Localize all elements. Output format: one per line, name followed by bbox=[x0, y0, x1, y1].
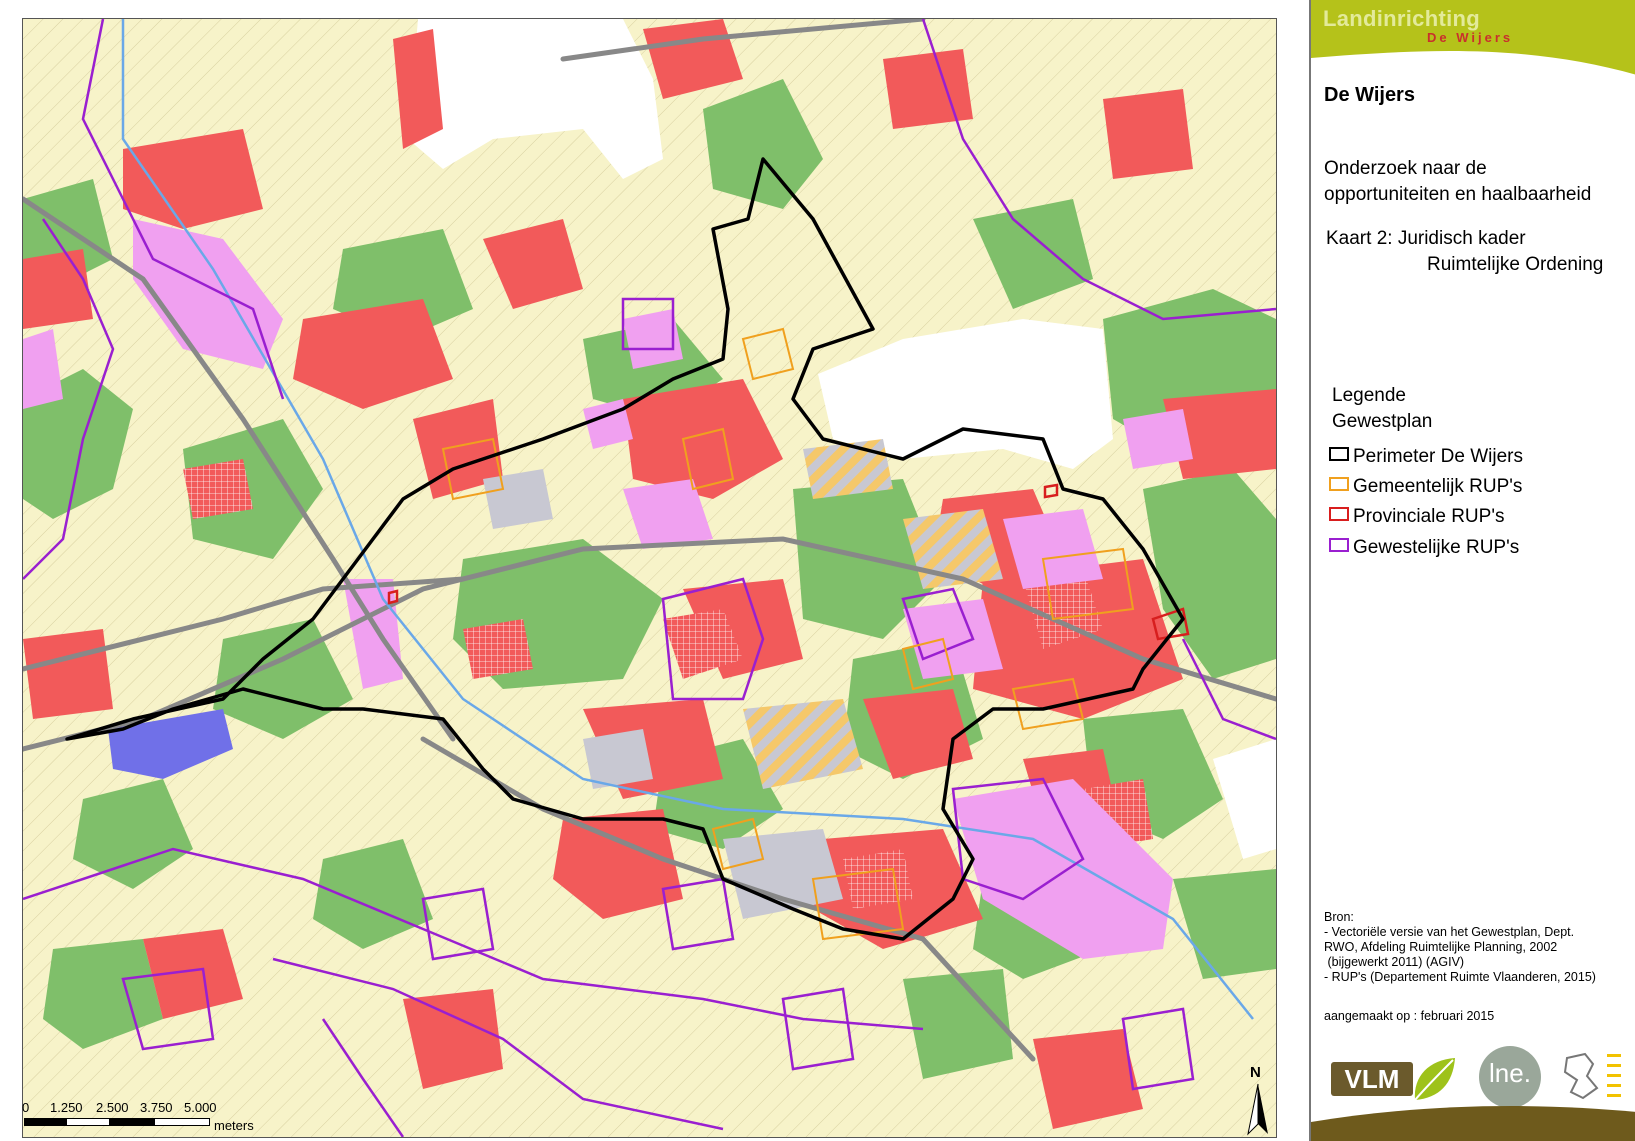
scale-tick-1250: 1.250 bbox=[50, 1100, 83, 1115]
scale-segment-4 bbox=[154, 1118, 210, 1126]
lne-logo: lne. bbox=[1479, 1046, 1541, 1108]
scale-tick-0: 0 bbox=[22, 1100, 30, 1115]
provinciale-swatch bbox=[1329, 507, 1349, 521]
scale-segment-1 bbox=[24, 1118, 66, 1126]
north-arrow-icon bbox=[1247, 1083, 1268, 1136]
source-line: (bijgewerkt 2011) (AGIV) bbox=[1324, 955, 1465, 969]
water-body bbox=[108, 709, 233, 779]
header-subtitle: De Wijers bbox=[1427, 30, 1514, 45]
legend-item-perimeter: Perimeter De Wijers bbox=[1329, 446, 1523, 472]
industrial-zones bbox=[23, 219, 1193, 959]
legend-item-gewestelijke: Gewestelijke RUP's bbox=[1329, 537, 1519, 563]
map-title-line1: Kaart 2: Juridisch kader bbox=[1326, 228, 1526, 249]
flemish-lion-icon bbox=[1563, 1052, 1621, 1100]
project-name: De Wijers bbox=[1324, 84, 1415, 106]
leaf-icon bbox=[1414, 1058, 1455, 1101]
dense-residential-grid bbox=[183, 459, 1153, 909]
panel-footer-banner bbox=[1311, 1106, 1635, 1141]
scale-tick-2500: 2.500 bbox=[96, 1100, 129, 1115]
gewestelijke-rup-outlines bbox=[23, 19, 1276, 1137]
project-description-line2: opportuniteiten en haalbaarheid bbox=[1324, 184, 1592, 205]
striped-zones bbox=[743, 439, 1003, 789]
gewestelijke-swatch bbox=[1329, 538, 1349, 552]
created-date: aangemaakt op : februari 2015 bbox=[1324, 1009, 1495, 1023]
source-line: RWO, Afdeling Ruimtelijke Planning, 2002 bbox=[1324, 940, 1558, 954]
legend-label: Gewestelijke RUP's bbox=[1353, 537, 1520, 558]
unmapped-area-edge bbox=[1213, 739, 1276, 859]
legend-item-provinciale: Provinciale RUP's bbox=[1329, 506, 1504, 532]
north-arrow: N bbox=[1244, 1064, 1272, 1136]
project-description-line1: Onderzoek naar de bbox=[1324, 158, 1487, 179]
header-title: Landinrichting bbox=[1323, 6, 1480, 31]
vlm-logo: VLM bbox=[1331, 1056, 1455, 1101]
map-title-line2: Ruimtelijke Ordening bbox=[1427, 254, 1604, 275]
legend-label: Provinciale RUP's bbox=[1353, 506, 1505, 527]
legend-label: Gemeentelijk RUP's bbox=[1353, 476, 1523, 497]
legend-label: Perimeter De Wijers bbox=[1353, 446, 1523, 467]
legend-item-gemeentelijk: Gemeentelijk RUP's bbox=[1329, 476, 1522, 502]
map-canvas[interactable] bbox=[22, 18, 1277, 1138]
unmapped-area-north bbox=[408, 19, 663, 179]
scale-tick-5000: 5.000 bbox=[184, 1100, 217, 1115]
source-line: - RUP's (Departement Ruimte Vlaanderen, … bbox=[1324, 970, 1596, 984]
header-banner bbox=[1311, 0, 1635, 75]
perimeter-de-wijers bbox=[65, 157, 1185, 941]
scale-units: meters bbox=[214, 1118, 254, 1133]
legend-panel: Landinrichting De Wijers De Wijers Onder… bbox=[1309, 0, 1635, 1141]
source-label: Bron: bbox=[1324, 910, 1354, 924]
land-use-map bbox=[23, 19, 1276, 1137]
unmapped-area-east bbox=[818, 319, 1113, 469]
river-network bbox=[121, 19, 1254, 1020]
perimeter-swatch bbox=[1329, 447, 1349, 461]
vlm-logo-text: VLM bbox=[1331, 1062, 1413, 1096]
logo-strip: VLM lne. bbox=[1311, 1040, 1635, 1141]
recreation-zones bbox=[483, 469, 843, 919]
legend-subtitle: Gewestplan bbox=[1332, 411, 1433, 432]
scale-segment-2 bbox=[66, 1118, 110, 1126]
north-label: N bbox=[1250, 1064, 1261, 1081]
legend-title: Legende bbox=[1332, 385, 1406, 406]
panel-header: Landinrichting De Wijers bbox=[1311, 0, 1635, 75]
gemeentelijk-swatch bbox=[1329, 477, 1349, 491]
scale-segment-3 bbox=[110, 1118, 154, 1126]
provinciale-rup-outlines bbox=[387, 483, 1190, 641]
scale-tick-3750: 3.750 bbox=[140, 1100, 173, 1115]
source-line: - Vectoriële versie van het Gewestplan, … bbox=[1324, 925, 1575, 939]
scale-bar: 0 1.250 2.500 3.750 5.000 meters bbox=[22, 1100, 302, 1140]
source-block: Bron: - Vectoriële versie van het Gewest… bbox=[1324, 910, 1596, 985]
